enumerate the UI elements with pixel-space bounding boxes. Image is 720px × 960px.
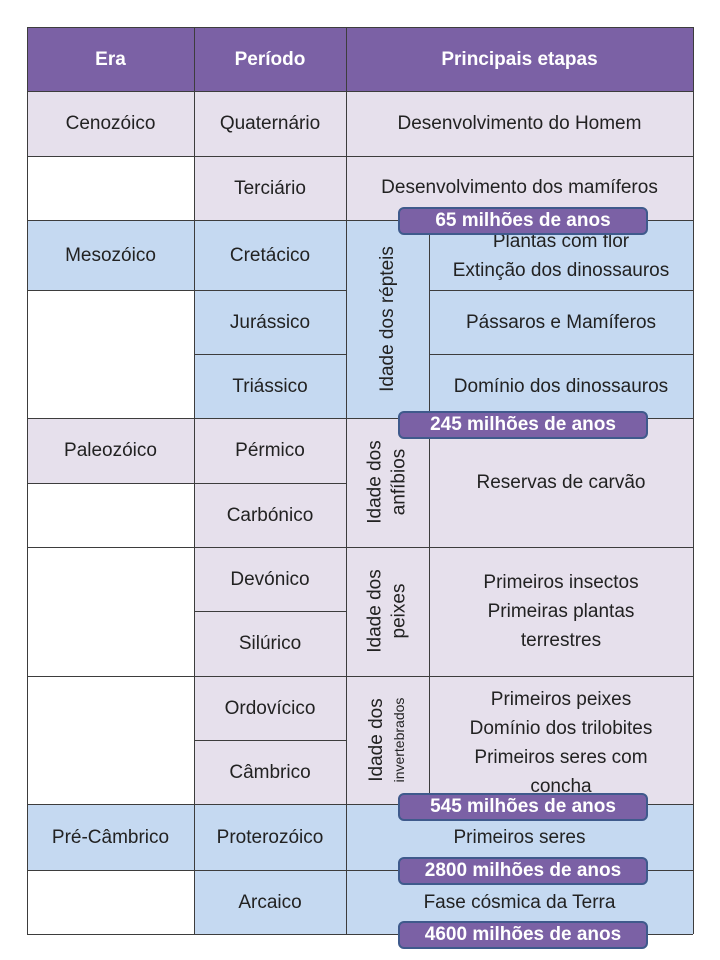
etapa-triassico: Domínio dos dinossauros <box>429 354 693 418</box>
periodo-cambrico: Câmbrico <box>194 740 346 804</box>
periodo-ordovicico: Ordovícico <box>194 676 346 740</box>
periodo-quaternario: Quaternário <box>194 91 346 156</box>
grid-line <box>429 354 693 355</box>
age-cell-anfibios <box>346 418 429 547</box>
era-empty <box>27 156 194 220</box>
etapa-ordovicico-line1: Primeiros peixes <box>490 689 632 710</box>
badge-245: 245 milhões de anos <box>398 411 648 439</box>
etapa-devonico-line2: Primeiras plantas <box>487 601 635 622</box>
etapa-jurassico: Pássaros e Mamíferos <box>429 290 693 354</box>
badge-545: 545 milhões de anos <box>398 793 648 821</box>
etapa-ordovicico-cambrico: Primeiros peixes Domínio dos trilobites … <box>429 676 693 804</box>
age-label-repteis-text: Idade dos répteis <box>377 246 398 392</box>
age-label-invertebrados: Idade dos invertebrados <box>363 676 411 804</box>
era-cenozoico: Cenozóico <box>27 91 194 156</box>
periodo-silurico: Silúrico <box>194 611 346 676</box>
grid-line <box>194 27 195 934</box>
age-cell-peixes <box>346 547 429 676</box>
era-paleozoico: Paleozóico <box>27 418 194 483</box>
age-label-anfibios-l1: Idade dos <box>364 440 386 524</box>
era-mesozoico: Mesozóico <box>27 220 194 290</box>
etapa-devonico-line3: terrestres <box>520 630 602 651</box>
age-label-invertebrados-l1: Idade dos <box>366 698 387 782</box>
periodo-permico: Pérmico <box>194 418 346 483</box>
periodo-cretacico: Cretácico <box>194 220 346 290</box>
grid-line <box>27 27 693 28</box>
etapa-permico-carbonico: Reservas de carvão <box>429 418 693 547</box>
etapa-quaternario: Desenvolvimento do Homem <box>346 91 693 156</box>
grid-line <box>27 870 693 871</box>
era-pre-cambrico: Pré-Câmbrico <box>27 804 194 870</box>
etapa-ordovicico-line2: Domínio dos trilobites <box>469 718 653 739</box>
grid-line <box>27 418 693 419</box>
era-empty <box>27 483 194 804</box>
era-empty <box>27 870 194 934</box>
grid-line <box>27 156 693 157</box>
grid-line <box>27 27 28 934</box>
age-label-repteis: Idade dos répteis <box>373 220 403 418</box>
etapa-ordovicico-line4: concha <box>530 776 592 797</box>
age-cell-repteis <box>346 220 429 418</box>
grid-line <box>27 676 693 677</box>
badge-4600: 4600 milhões de anos <box>398 921 648 949</box>
grid-line <box>346 27 347 934</box>
etapa-cretacico-line1: Plantas com flor <box>492 231 630 252</box>
grid-line <box>27 290 346 291</box>
age-label-peixes: Idade dos peixes <box>364 547 412 676</box>
grid-line <box>194 611 346 612</box>
periodo-jurassico: Jurássico <box>194 290 346 354</box>
etapa-cretacico-line2: Extinção dos dinossauros <box>452 260 670 281</box>
periodo-arcaico: Arcaico <box>194 870 346 934</box>
periodo-devonico: Devónico <box>194 547 346 611</box>
age-label-peixes-l2: peixes <box>388 583 410 639</box>
header-etapas: Principais etapas <box>346 27 693 91</box>
grid-line <box>194 354 346 355</box>
etapa-devonico-silurico: Primeiros insectos Primeiras plantas ter… <box>429 547 693 676</box>
grid-line <box>693 27 694 934</box>
header-era: Era <box>27 27 194 91</box>
era-empty <box>27 290 194 418</box>
grid-line <box>27 483 346 484</box>
age-label-peixes-l1: Idade dos <box>364 569 386 653</box>
grid-line <box>429 290 693 291</box>
badge-65: 65 milhões de anos <box>398 207 648 235</box>
etapa-devonico-line1: Primeiros insectos <box>483 572 639 593</box>
grid-line <box>429 220 430 804</box>
periodo-carbonico: Carbónico <box>194 483 346 547</box>
badge-2800: 2800 milhões de anos <box>398 857 648 885</box>
grid-line <box>27 91 693 92</box>
periodo-proterozoico: Proterozóico <box>194 804 346 870</box>
age-cell-invertebrados <box>346 676 429 804</box>
grid-line <box>194 740 346 741</box>
grid-line <box>27 934 693 935</box>
grid-line <box>27 220 693 221</box>
etapa-ordovicico-line3: Primeiros seres com <box>474 747 648 768</box>
periodo-terciario: Terciário <box>194 156 346 220</box>
header-periodo: Período <box>194 27 346 91</box>
grid-line <box>27 804 693 805</box>
periodo-triassico: Triássico <box>194 354 346 418</box>
age-label-anfibios-l2: anfíbios <box>388 448 410 516</box>
age-label-invertebrados-l2: invertebrados <box>391 697 407 783</box>
grid-line <box>27 547 693 548</box>
